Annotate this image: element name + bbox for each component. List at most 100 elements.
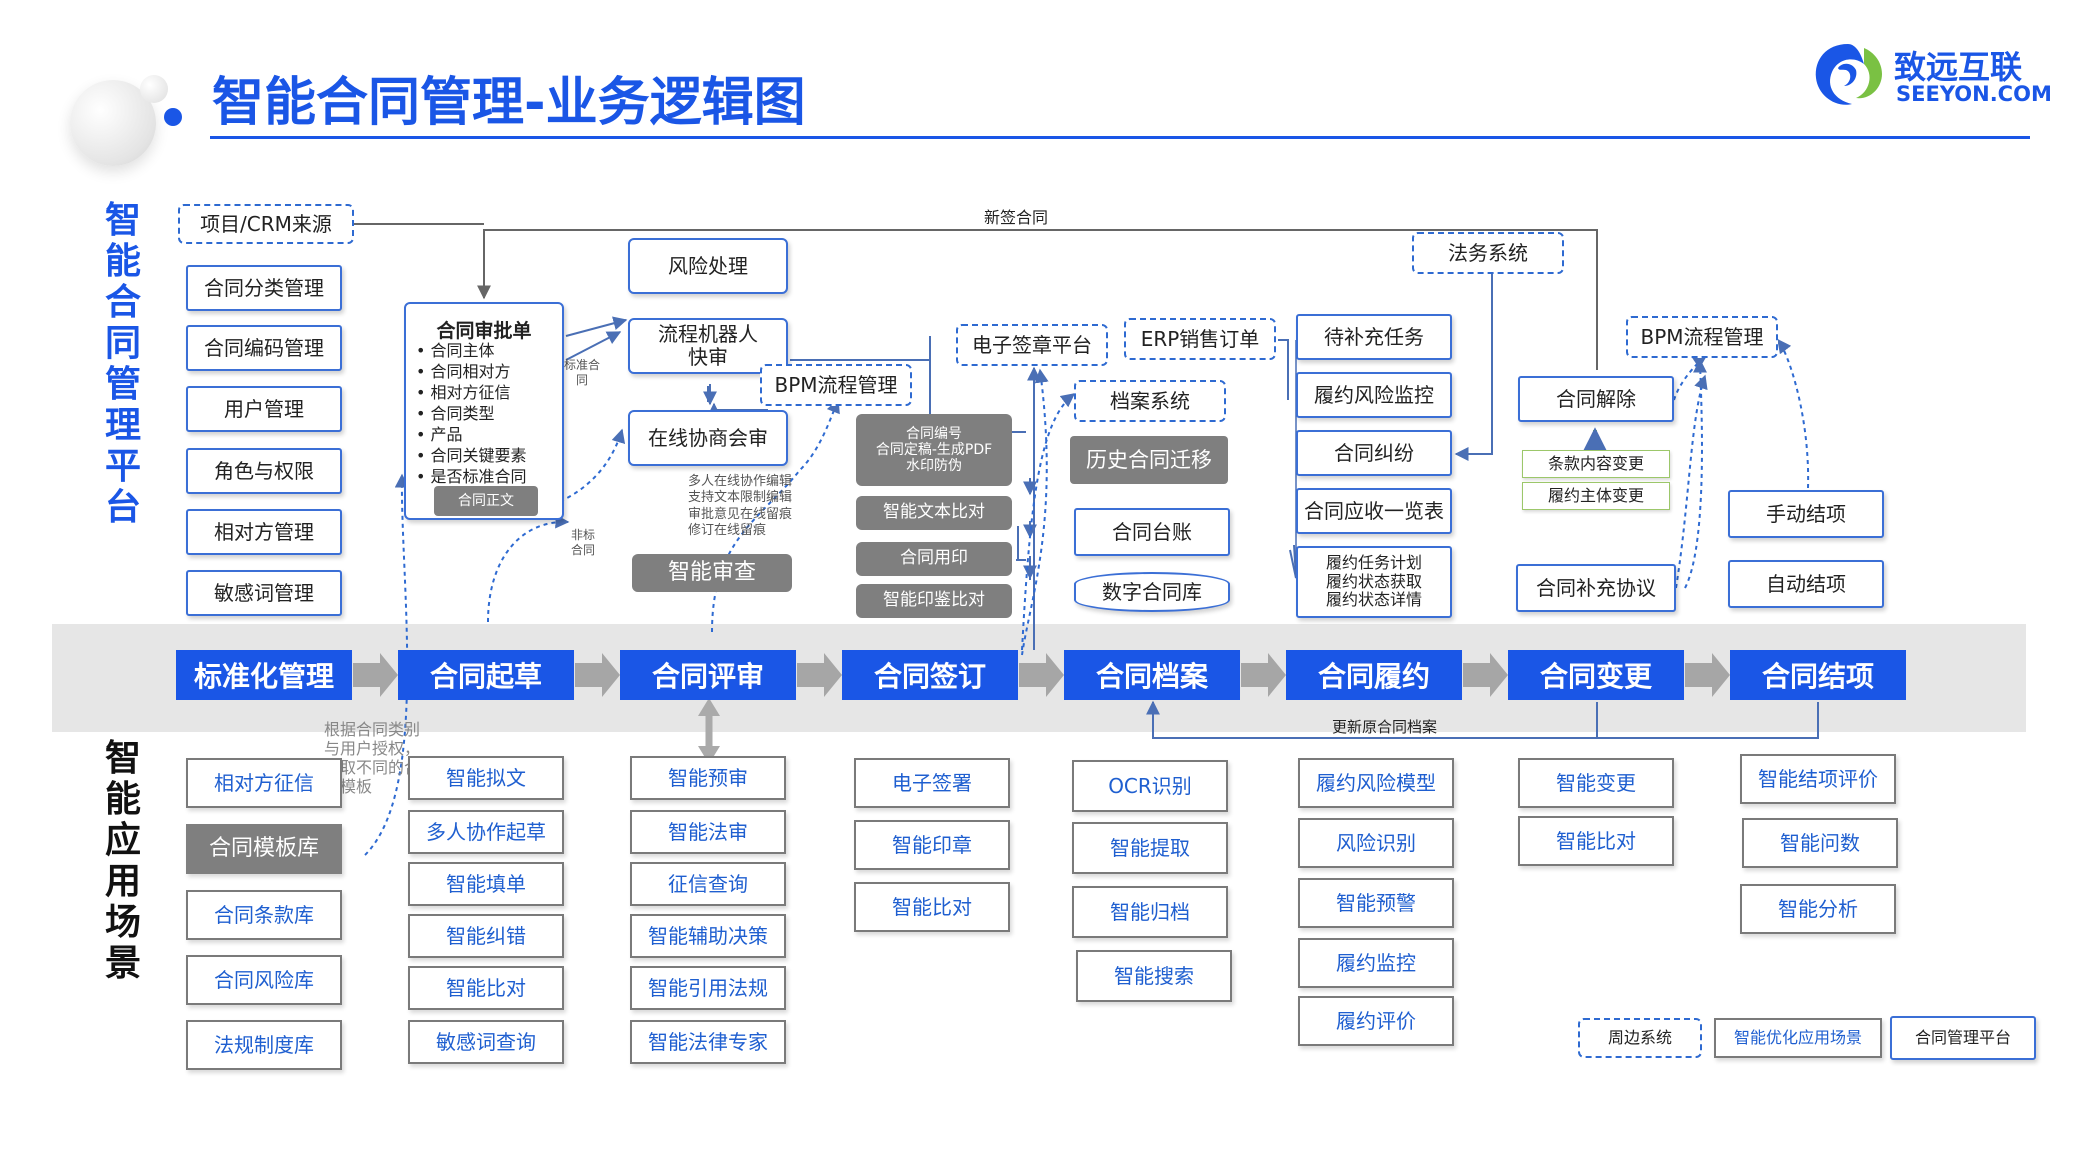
subject-change-box[interactable]: 履约主体变更 bbox=[1522, 482, 1670, 510]
approval-field: • 是否标准合同 bbox=[416, 467, 527, 486]
ai-draft-item[interactable]: 智能拟文 bbox=[408, 756, 564, 800]
ai-review-item[interactable]: 智能法律专家 bbox=[630, 1020, 786, 1064]
logo-icon bbox=[1815, 44, 1882, 105]
decor-dot bbox=[164, 108, 182, 126]
ai-perform-item[interactable]: 履约监控 bbox=[1298, 938, 1454, 988]
page-title: 智能合同管理-业务逻辑图 bbox=[212, 73, 806, 133]
ai-draft-item[interactable]: 智能填单 bbox=[408, 862, 564, 906]
history-migrate-box[interactable]: 历史合同迁移 bbox=[1070, 436, 1228, 484]
manual-close-box[interactable]: 手动结项 bbox=[1728, 490, 1884, 538]
ai-review-item[interactable]: 智能预审 bbox=[630, 756, 786, 800]
online-review-box[interactable]: 在线协商会审 bbox=[628, 410, 788, 466]
ai-perform-item[interactable]: 智能预警 bbox=[1298, 878, 1454, 928]
ai-draft-item[interactable]: 智能比对 bbox=[408, 966, 564, 1010]
risk-handling-box[interactable]: 风险处理 bbox=[628, 238, 788, 294]
smart-check-box[interactable]: 智能审查 bbox=[632, 554, 792, 592]
ai-close-item[interactable]: 智能问数 bbox=[1742, 818, 1898, 868]
ai-change-item[interactable]: 智能变更 bbox=[1518, 758, 1674, 808]
approval-form-title: 合同审批单 bbox=[436, 320, 532, 342]
online-review-notes: 多人在线协作编辑 支持文本限制编辑 审批意见在线留痕 修订在线留痕 bbox=[688, 474, 793, 538]
stage-change[interactable]: 合同变更 bbox=[1508, 650, 1684, 700]
approval-field: • 合同相对方 bbox=[416, 362, 511, 381]
risk-monitor-box[interactable]: 履约风险监控 bbox=[1296, 372, 1452, 418]
stage-standardization[interactable]: 标准化管理 bbox=[176, 650, 352, 700]
todo-task-box[interactable]: 待补充任务 bbox=[1296, 314, 1452, 360]
ai-draft-item[interactable]: 多人协作起草 bbox=[408, 810, 564, 854]
logo-text-cn: 致远互联 bbox=[1894, 48, 2023, 86]
ai-perform-item[interactable]: 履约风险模型 bbox=[1298, 758, 1454, 808]
supplement-box[interactable]: 合同补充协议 bbox=[1516, 564, 1676, 612]
ai-review-item[interactable]: 征信查询 bbox=[630, 862, 786, 906]
ai-draft-item[interactable]: 敏感词查询 bbox=[408, 1020, 564, 1064]
crm-source-box[interactable]: 项目/CRM来源 bbox=[178, 204, 354, 244]
ai-sign-item[interactable]: 智能印章 bbox=[854, 820, 1010, 870]
ai-archive-item[interactable]: 智能归档 bbox=[1072, 886, 1228, 938]
logo-text-en: SEEYON.COM bbox=[1896, 82, 2052, 106]
perform-plan-box[interactable]: 履约任务计划 履约状态获取 履约状态详情 bbox=[1296, 546, 1452, 618]
erp-order-box[interactable]: ERP销售订单 bbox=[1124, 318, 1276, 360]
auto-close-box[interactable]: 自动结项 bbox=[1728, 560, 1884, 608]
legend-platform: 合同管理平台 bbox=[1890, 1016, 2036, 1060]
ai-perform-item[interactable]: 履约评价 bbox=[1298, 996, 1454, 1046]
bpm-close-box[interactable]: BPM流程管理 bbox=[1626, 316, 1778, 358]
digital-contract-db[interactable]: 数字合同库 bbox=[1074, 572, 1230, 612]
contract-gen-box[interactable]: 合同编号 合同定稿-生成PDF 水印防伪 bbox=[856, 414, 1012, 486]
std-item[interactable]: 用户管理 bbox=[186, 386, 342, 432]
std-item[interactable]: 角色与权限 bbox=[186, 448, 342, 494]
std-item[interactable]: 敏感词管理 bbox=[186, 570, 342, 616]
contract-cancel-box[interactable]: 合同解除 bbox=[1518, 376, 1674, 422]
ai-sign-item[interactable]: 电子签署 bbox=[854, 758, 1010, 808]
stage-review[interactable]: 合同评审 bbox=[620, 650, 796, 700]
ai-std-item[interactable]: 合同条款库 bbox=[186, 890, 342, 940]
clause-change-box[interactable]: 条款内容变更 bbox=[1522, 450, 1670, 478]
archive-system-box[interactable]: 档案系统 bbox=[1074, 380, 1226, 422]
seal-compare-box[interactable]: 智能印鉴比对 bbox=[856, 584, 1012, 618]
ai-review-item[interactable]: 智能法审 bbox=[630, 810, 786, 854]
contract-ledger-box[interactable]: 合同台账 bbox=[1074, 508, 1230, 556]
ai-std-item-template[interactable]: 合同模板库 bbox=[186, 824, 342, 874]
decor-bubble-small bbox=[140, 75, 168, 103]
seal-use-box[interactable]: 合同用印 bbox=[856, 542, 1012, 576]
ai-review-item[interactable]: 智能辅助决策 bbox=[630, 914, 786, 958]
stage-close[interactable]: 合同结项 bbox=[1730, 650, 1906, 700]
ai-change-item[interactable]: 智能比对 bbox=[1518, 816, 1674, 866]
legend-ai: 智能优化应用场景 bbox=[1714, 1018, 1882, 1058]
template-note: 根据合同类别 与用户授权， 调取不同的合 同模板 bbox=[324, 720, 421, 796]
ai-perform-item[interactable]: 风险识别 bbox=[1298, 818, 1454, 868]
title-underline bbox=[210, 136, 2030, 139]
ai-std-item[interactable]: 法规制度库 bbox=[186, 1020, 342, 1070]
ai-archive-item[interactable]: 智能搜索 bbox=[1076, 950, 1232, 1002]
ai-std-item[interactable]: 合同风险库 bbox=[186, 955, 342, 1005]
std-item[interactable]: 相对方管理 bbox=[186, 509, 342, 555]
ai-draft-item[interactable]: 智能纠错 bbox=[408, 914, 564, 958]
std-item[interactable]: 合同分类管理 bbox=[186, 265, 342, 311]
bpm-review-box[interactable]: BPM流程管理 bbox=[760, 364, 912, 406]
legal-system-box[interactable]: 法务系统 bbox=[1412, 232, 1564, 274]
approval-form-list: • 合同主体 • 合同相对方 • 相对方征信 • 合同类型 • 产品 • 合同关… bbox=[416, 340, 564, 487]
legend-peripheral: 周边系统 bbox=[1578, 1018, 1702, 1058]
ai-review-item[interactable]: 智能引用法规 bbox=[630, 966, 786, 1010]
label-standard: 标准合同 bbox=[563, 358, 600, 387]
stage-sign[interactable]: 合同签订 bbox=[842, 650, 1018, 700]
approval-field: • 产品 bbox=[416, 425, 463, 444]
text-compare-box[interactable]: 智能文本比对 bbox=[856, 496, 1012, 530]
stage-draft[interactable]: 合同起草 bbox=[398, 650, 574, 700]
stage-performance[interactable]: 合同履约 bbox=[1286, 650, 1462, 700]
ai-sign-item[interactable]: 智能比对 bbox=[854, 882, 1010, 932]
ai-std-item[interactable]: 相对方征信 bbox=[186, 758, 342, 808]
ai-archive-item[interactable]: OCR识别 bbox=[1072, 760, 1228, 812]
dispute-box[interactable]: 合同纠纷 bbox=[1296, 430, 1452, 476]
receivable-box[interactable]: 合同应收一览表 bbox=[1296, 488, 1452, 534]
ai-archive-item[interactable]: 智能提取 bbox=[1072, 822, 1228, 874]
ai-close-item[interactable]: 智能结项评价 bbox=[1740, 754, 1896, 804]
stage-archive[interactable]: 合同档案 bbox=[1064, 650, 1240, 700]
approval-field: • 相对方征信 bbox=[416, 383, 511, 402]
std-item[interactable]: 合同编码管理 bbox=[186, 325, 342, 371]
approval-form[interactable]: 合同审批单 • 合同主体 • 合同相对方 • 相对方征信 • 合同类型 • 产品… bbox=[404, 302, 564, 520]
label-new-contract: 新签合同 bbox=[984, 208, 1049, 227]
e-seal-platform-box[interactable]: 电子签章平台 bbox=[956, 324, 1108, 366]
ai-close-item[interactable]: 智能分析 bbox=[1740, 884, 1896, 934]
contract-body-tag[interactable]: 合同正文 bbox=[434, 486, 538, 516]
approval-field: • 合同关键要素 bbox=[416, 446, 527, 465]
approval-field: • 合同类型 bbox=[416, 404, 495, 423]
